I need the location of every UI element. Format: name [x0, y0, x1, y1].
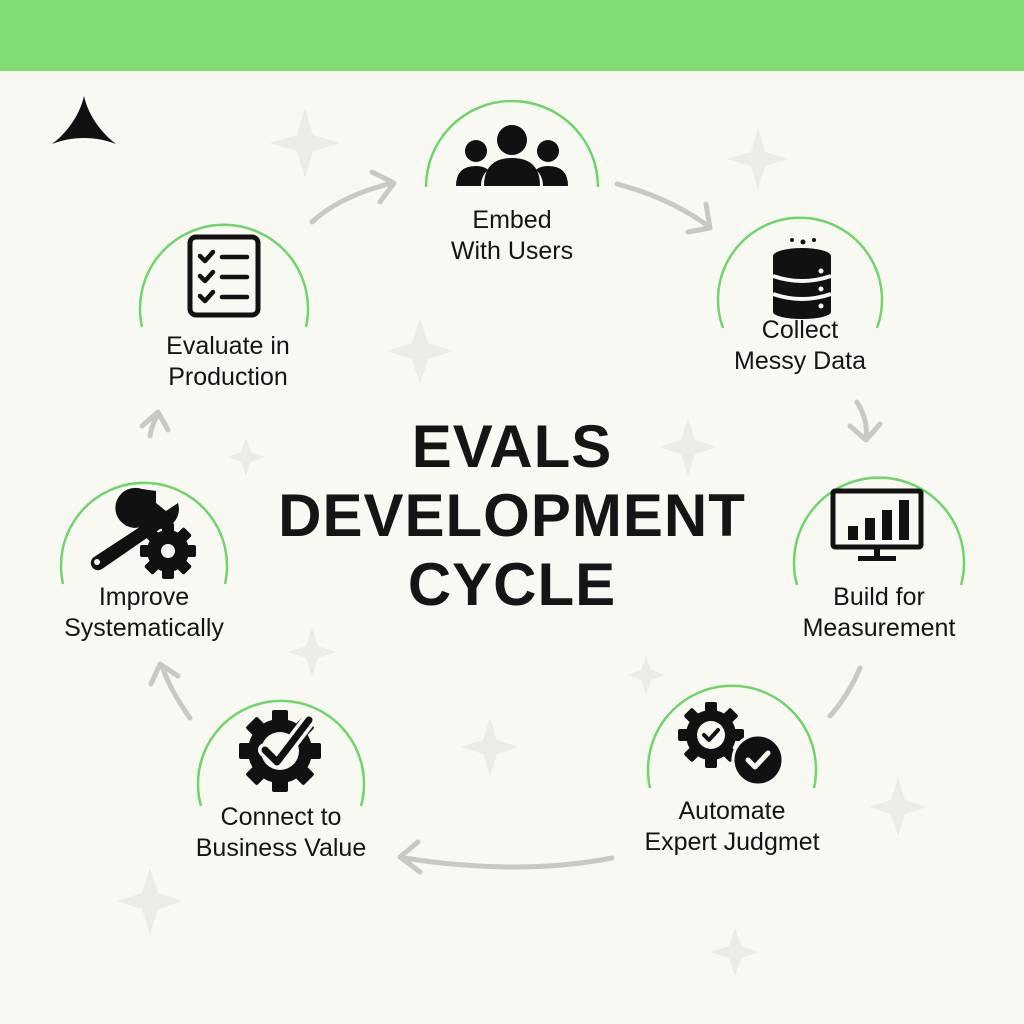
- step-collect-messy-data: Collect Messy Data: [716, 216, 884, 375]
- step-label-line-2: With Users: [450, 237, 574, 265]
- step-ring: [196, 699, 366, 807]
- step-label-line-2: Messy Data: [734, 347, 866, 375]
- step-evaluate-in-production: Evaluate in Production: [136, 211, 312, 391]
- step-label: Improve Systematically: [24, 582, 264, 644]
- step-ring: [138, 223, 310, 328]
- step-ring: [59, 481, 229, 585]
- step-label-line-1: Automate: [678, 797, 786, 825]
- arrow-7: [139, 409, 171, 439]
- wrench-gear-icon: [90, 487, 196, 579]
- step-improve-systematically: Improve Systematically: [58, 453, 230, 642]
- step-connect-to-business-value: Connect to Business Value: [196, 699, 366, 862]
- step-ring: [716, 216, 884, 329]
- title-line-3: CYCLE: [407, 551, 617, 618]
- step-label-line-2: Measurement: [802, 614, 956, 642]
- arrow-2: [614, 181, 713, 235]
- step-embed-with-users: Embed With Users: [423, 91, 601, 265]
- step-label-line-1: Build for: [833, 583, 925, 611]
- step-ring: [424, 99, 600, 188]
- step-build-for-measurement: Build for Measurement: [791, 453, 967, 642]
- gear-checkmark-icon: [239, 710, 321, 792]
- arrow-4: [827, 665, 863, 719]
- database-icon: [772, 238, 832, 319]
- step-automate-expert-judgment: Automate Expert Judgmet: [644, 672, 820, 856]
- top-band: [0, 0, 1024, 71]
- step-label-line-1: Evaluate in: [166, 332, 290, 360]
- step-label-line-2: Expert Judgmet: [644, 828, 820, 856]
- step-label: Embed With Users: [402, 205, 622, 267]
- diagram-title: EVALS DEVELOPMENT CYCLE: [262, 412, 762, 619]
- step-label-line-2: Systematically: [64, 614, 224, 642]
- step-label: Collect Messy Data: [690, 315, 910, 377]
- people-icon: [456, 125, 568, 186]
- step-label-line-1: Connect to: [220, 803, 342, 831]
- step-ring: [646, 684, 818, 789]
- title-line-2: DEVELOPMENT: [278, 482, 746, 549]
- step-label: Evaluate in Production: [118, 331, 338, 393]
- monitor-chart-icon: [830, 488, 924, 561]
- brand-logo: [52, 96, 116, 144]
- arrow-5: [397, 839, 615, 875]
- step-label-line-1: Collect: [761, 316, 839, 344]
- step-label-line-1: Improve: [98, 583, 190, 611]
- title-line-1: EVALS: [411, 413, 613, 480]
- step-label-line-2: Production: [168, 363, 288, 391]
- step-label: Build for Measurement: [764, 582, 994, 644]
- arrow-6: [148, 661, 193, 721]
- arrow-3: [847, 399, 883, 443]
- step-ring: [792, 476, 966, 586]
- checklist-icon: [187, 234, 261, 318]
- arrow-1: [309, 169, 397, 225]
- gear-check-icon: [678, 702, 785, 787]
- step-label: Connect to Business Value: [171, 802, 391, 864]
- step-label-line-1: Embed: [472, 206, 552, 234]
- step-label: Automate Expert Judgmet: [608, 796, 856, 858]
- step-label-line-2: Business Value: [195, 834, 367, 862]
